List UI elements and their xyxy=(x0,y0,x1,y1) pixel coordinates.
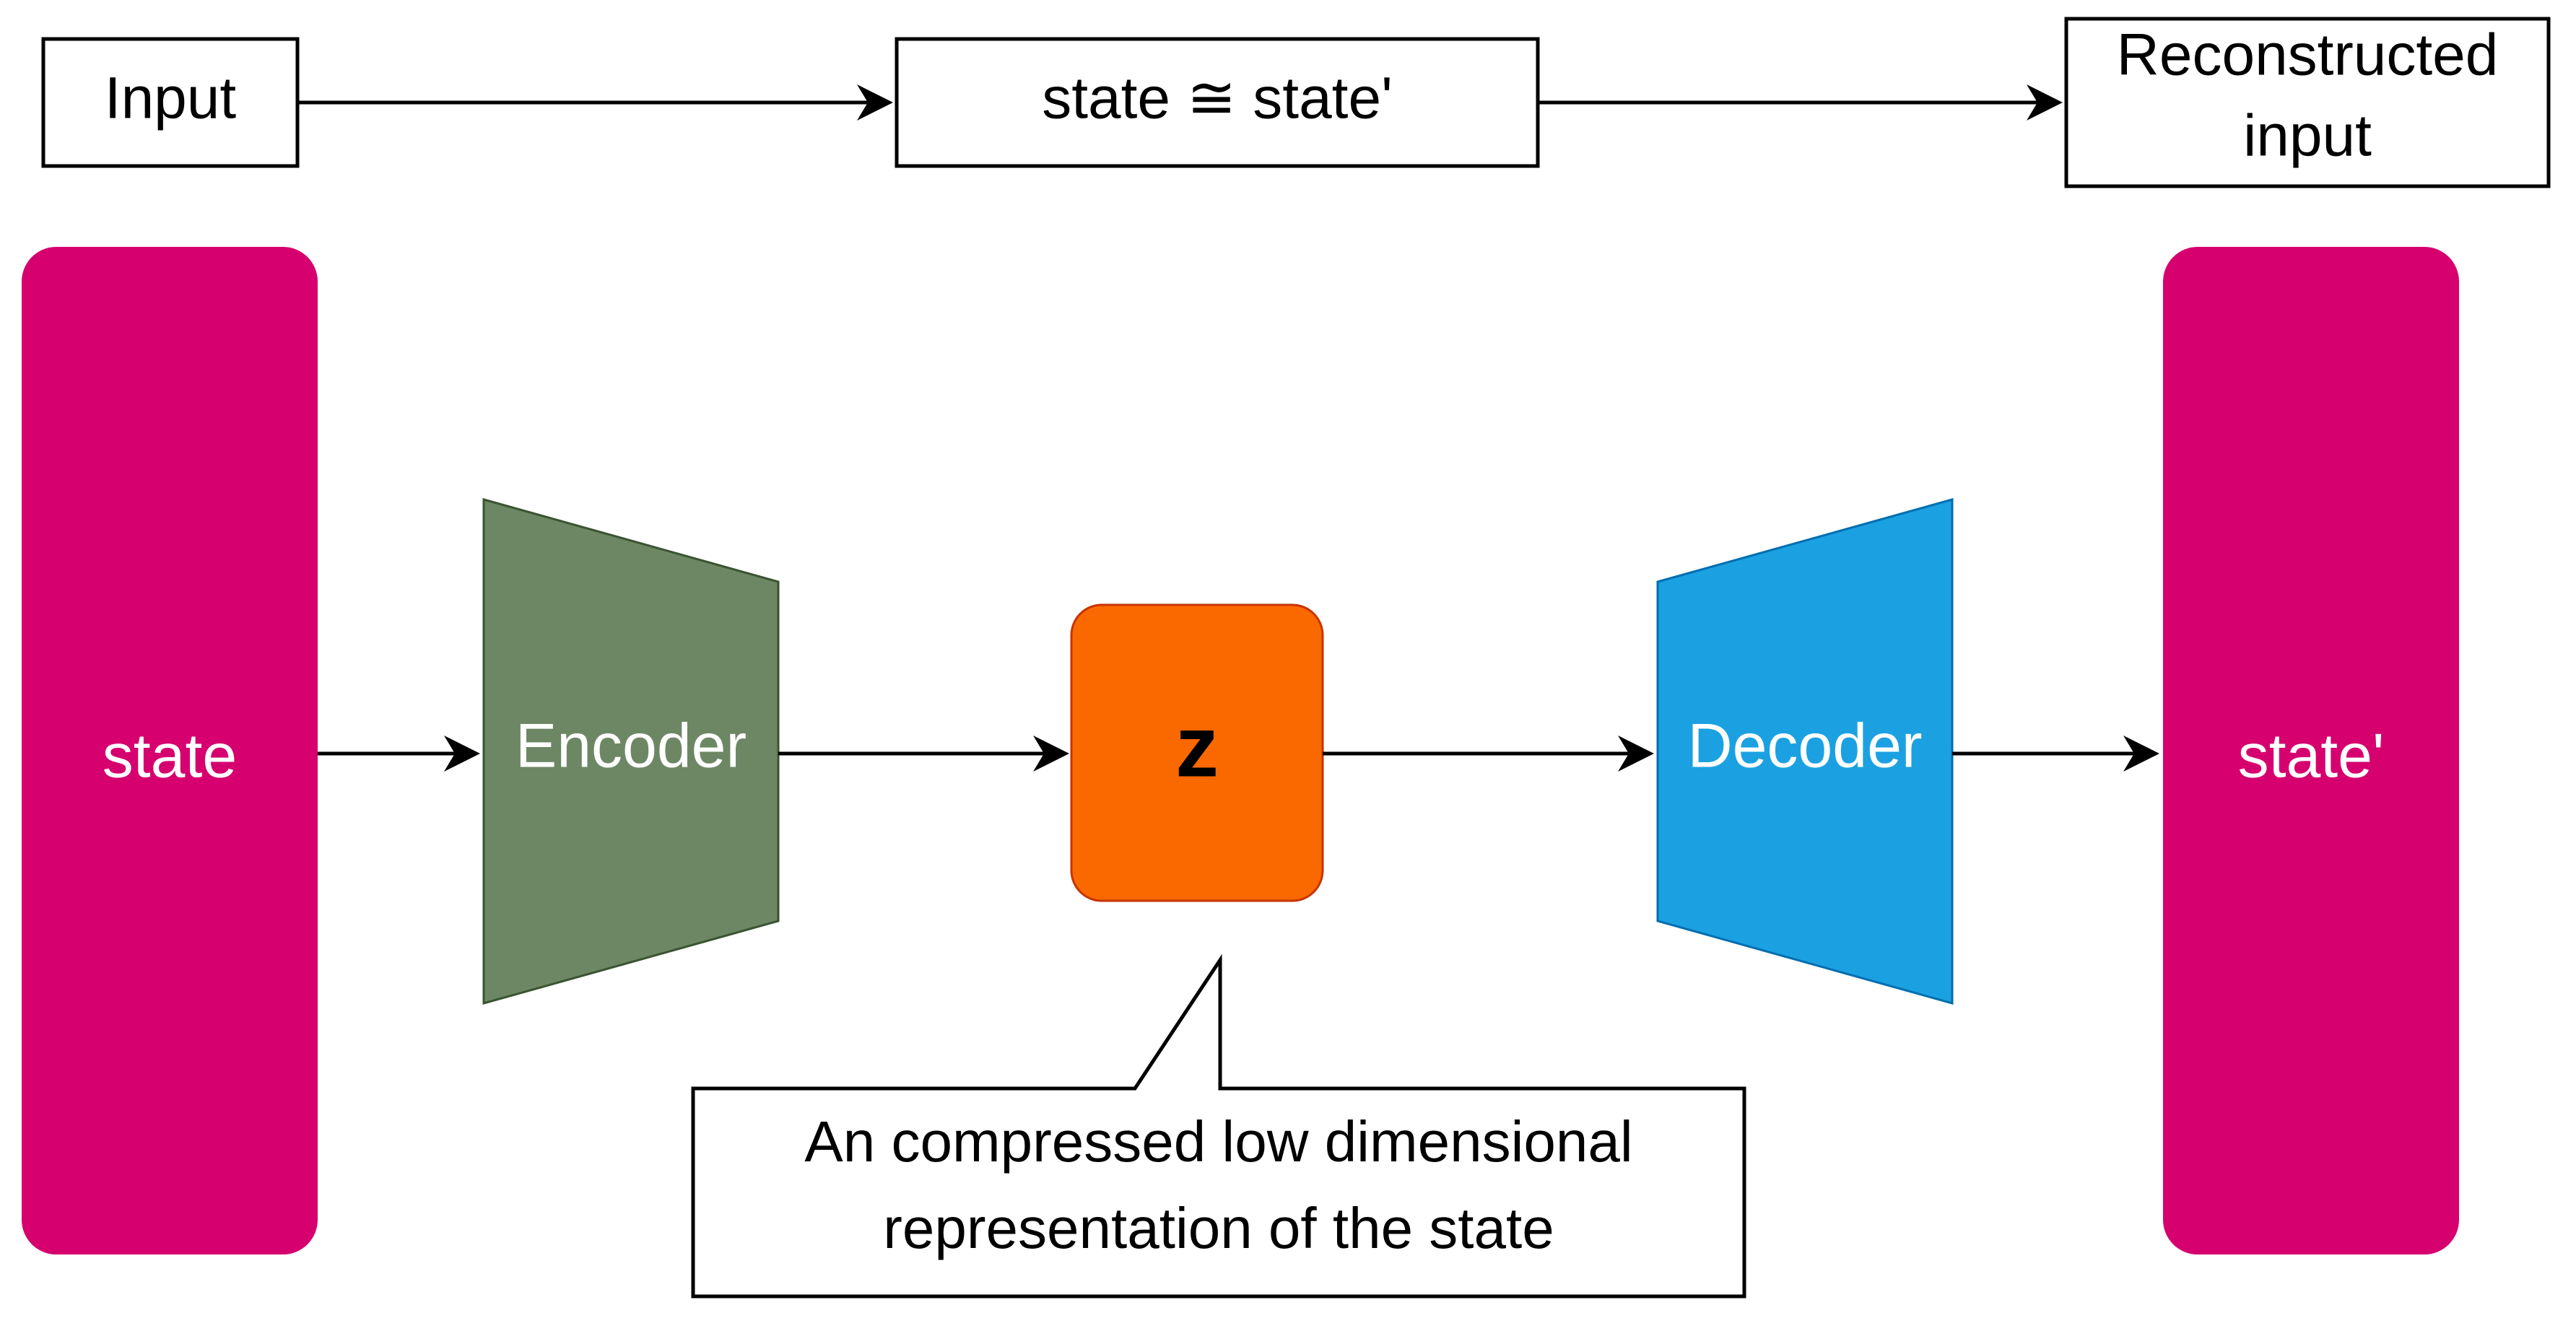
callout-text-line1: An compressed low dimensional xyxy=(804,1109,1632,1174)
state-block xyxy=(22,247,318,1254)
state-equivalence-label: state ≅ state' xyxy=(1042,66,1392,131)
input-box xyxy=(41,37,300,168)
latent-z-label: z xyxy=(1175,699,1219,795)
state-prime-label: state' xyxy=(2238,722,2385,791)
decoder-label: Decoder xyxy=(1687,712,1922,781)
reconstructed-input-box xyxy=(2064,17,2551,188)
reconstructed-input-label-line2: input xyxy=(2243,103,2372,169)
state-prime-block xyxy=(2163,247,2459,1254)
callout-bubble xyxy=(691,953,1746,1299)
state-label: state xyxy=(103,722,237,791)
encoder-trapezoid xyxy=(482,498,780,1005)
decoder-trapezoid xyxy=(1656,498,1954,1005)
reconstructed-input-label-line1: Reconstructed xyxy=(2117,22,2499,88)
state-equivalence-box xyxy=(895,37,1540,168)
input-label: Input xyxy=(105,66,237,131)
callout-text-line2: representation of the state xyxy=(883,1196,1554,1260)
encoder-label: Encoder xyxy=(515,712,747,781)
